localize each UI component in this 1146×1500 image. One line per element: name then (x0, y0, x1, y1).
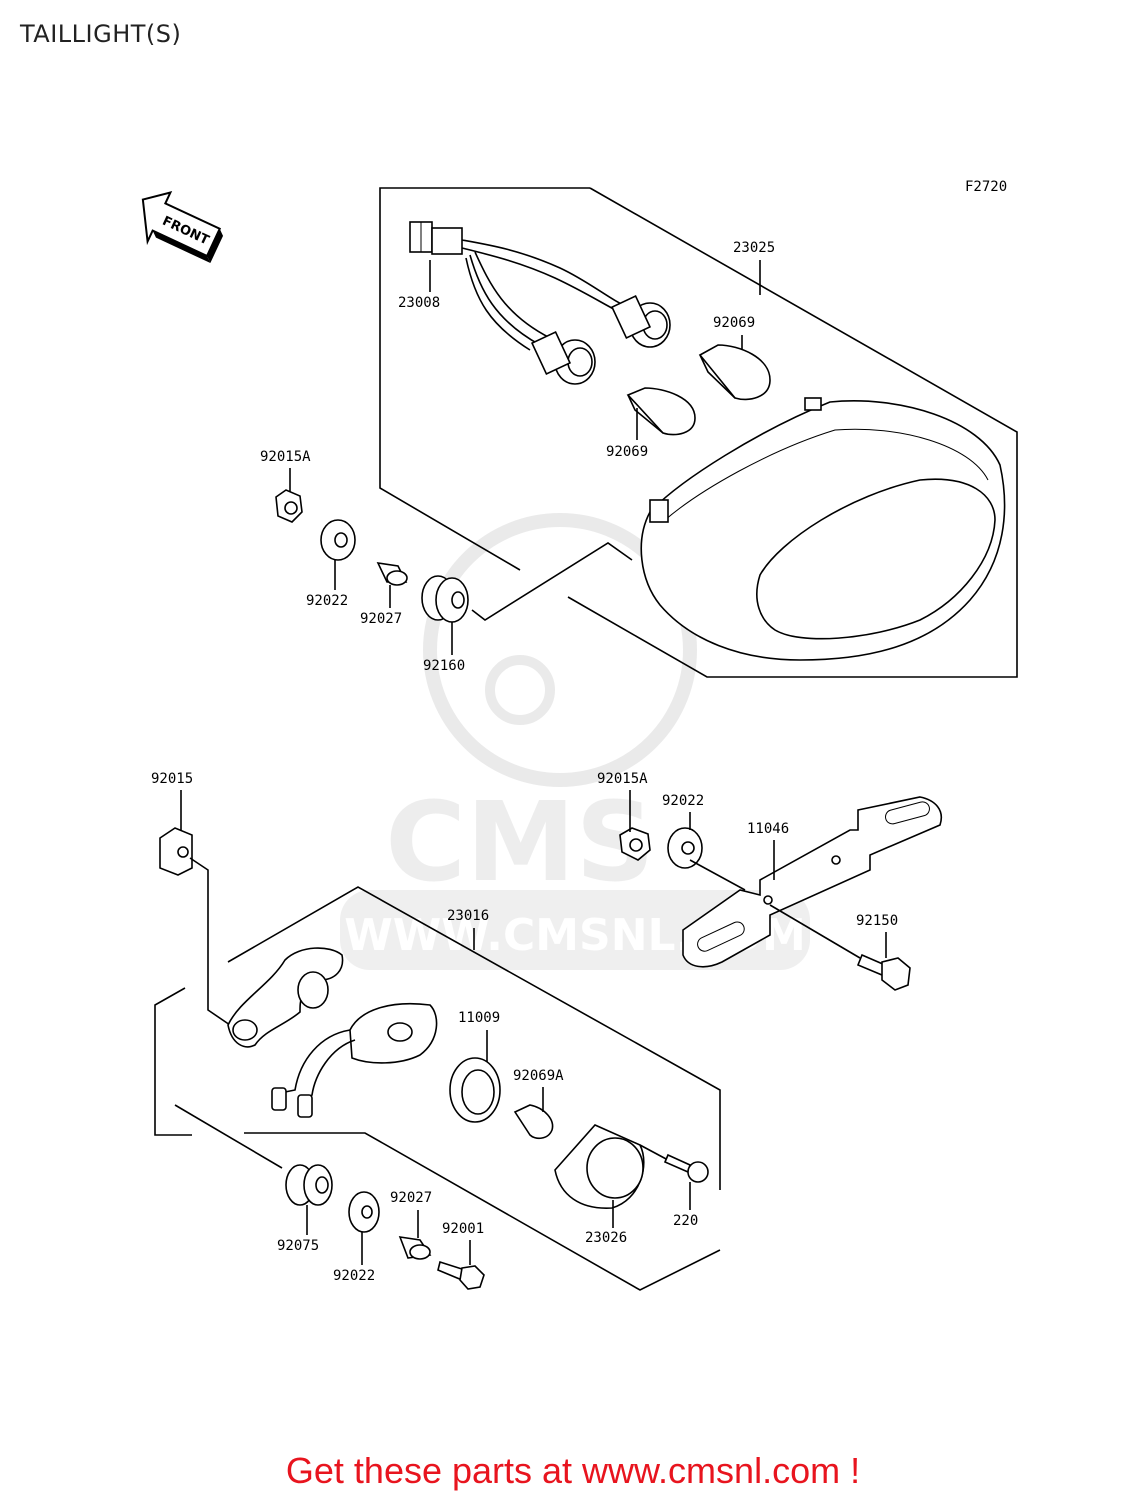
bulb-socket-upper (610, 295, 671, 348)
label-92069-lower: 92069 (606, 444, 648, 460)
label-92022-top: 92022 (306, 593, 348, 609)
washer-92022-top (320, 519, 356, 561)
label-92001: 92001 (442, 1221, 484, 1237)
label-92015: 92015 (151, 771, 193, 787)
parts-diagram: CMS WWW.CMSNL.COM F2720 FRONT 23025 2300… (141, 179, 1018, 1291)
label-23008: 23008 (398, 295, 440, 311)
tail-lamp-lens (640, 397, 1006, 661)
label-23016: 23016 (447, 908, 489, 924)
clip-92015 (159, 827, 193, 876)
front-arrow-icon: FRONT (141, 191, 224, 264)
nut-92015A-top (275, 489, 303, 523)
bulb-92069-lower (626, 387, 696, 436)
label-92015A-top: 92015A (260, 449, 311, 465)
label-92069A: 92069A (513, 1068, 564, 1084)
license-lamp-bracket (227, 947, 344, 1048)
label-92027-top: 92027 (360, 611, 402, 627)
bulb-92069A (513, 1104, 554, 1140)
figure-code: F2720 (965, 179, 1007, 195)
bracket-11046 (682, 796, 942, 968)
nut-92015A-mid (619, 827, 651, 861)
watermark-logo: CMS (385, 778, 654, 906)
connector-23008 (409, 221, 631, 351)
bulb-92069-upper (698, 344, 771, 401)
label-23025: 23025 (733, 240, 775, 256)
label-92015A-mid: 92015A (597, 771, 648, 787)
lamp-socket-wires (271, 1002, 438, 1118)
washer-92022-bottom (348, 1191, 380, 1233)
label-92160: 92160 (423, 658, 465, 674)
gasket-11009 (449, 1057, 501, 1123)
label-92069-upper: 92069 (713, 315, 755, 331)
label-220: 220 (673, 1213, 698, 1229)
label-92075: 92075 (277, 1238, 319, 1254)
bolt-92001 (437, 1260, 485, 1290)
footer-cta-link[interactable]: Get these parts at www.cmsnl.com ! (285, 1450, 861, 1491)
lens-cover-23026 (554, 1124, 645, 1209)
grommet-92075 (285, 1164, 333, 1206)
label-23026: 23026 (585, 1230, 627, 1246)
label-92022-bottom: 92022 (333, 1268, 375, 1284)
label-92022-mid: 92022 (662, 793, 704, 809)
label-11009: 11009 (458, 1010, 500, 1026)
screw-220 (663, 1153, 709, 1183)
bolt-92150 (856, 953, 911, 991)
label-92027-bottom: 92027 (390, 1190, 432, 1206)
bulb-socket-lower (530, 331, 596, 385)
grommet-92160 (421, 575, 469, 623)
collar-92027-bottom (398, 1236, 432, 1260)
label-92150: 92150 (856, 913, 898, 929)
page-title: TAILLIGHT(S) (20, 20, 182, 48)
washer-92022-mid (667, 827, 703, 869)
collar-92027-top (376, 561, 408, 586)
label-11046: 11046 (747, 821, 789, 837)
